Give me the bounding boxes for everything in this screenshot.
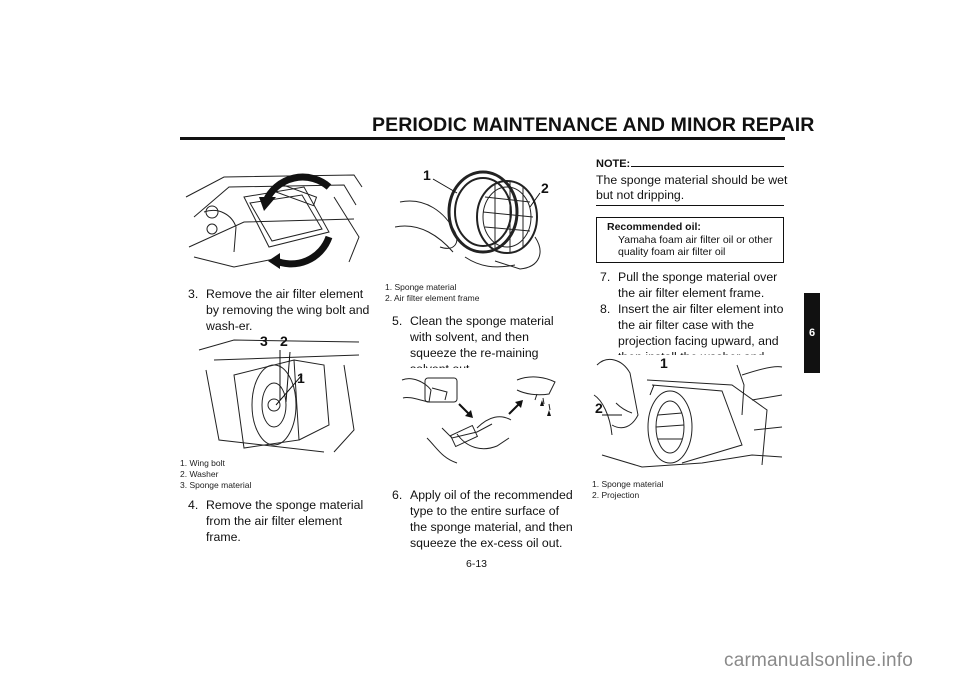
figure-label-1: 1: [297, 370, 305, 386]
caption-item: 2. Air filter element frame: [385, 293, 480, 303]
step-6-number: 6.: [392, 488, 403, 502]
illustration-sponge-and-frame: [395, 157, 565, 279]
caption-item: 3. Sponge material: [180, 480, 252, 490]
recommended-oil-box: Recommended oil: Yamaha foam air filter …: [596, 217, 784, 263]
step-5-number: 5.: [392, 314, 403, 328]
recommended-oil-heading: Recommended oil:: [607, 221, 701, 233]
page-number: 6-13: [466, 558, 488, 570]
caption-item: 1. Sponge material: [592, 479, 664, 489]
caption-item: 1. Sponge material: [385, 282, 457, 292]
step-6: 6. Apply oil of the recommended type to …: [392, 487, 578, 551]
figure-label-3: 3: [260, 333, 268, 349]
note-text: The sponge material should be wet but no…: [596, 173, 788, 202]
step-7: 7. Pull the sponge material over the air…: [600, 269, 786, 301]
step-7-text: Pull the sponge material over the air fi…: [618, 270, 778, 300]
step-3-number: 3.: [188, 287, 199, 301]
figure-label-2: 2: [280, 333, 288, 349]
figure-label-2: 2: [541, 180, 549, 196]
page-title: PERIODIC MAINTENANCE AND MINOR REPAIR: [372, 114, 815, 136]
figure-label-2: 2: [595, 400, 603, 416]
step-3-text: Remove the air filter element by removin…: [206, 287, 370, 333]
step-6-text: Apply oil of the recommended type to the…: [410, 488, 573, 550]
step-4-number: 4.: [188, 498, 199, 512]
note-heading: NOTE:: [596, 158, 631, 170]
step-4-text: Remove the sponge material from the air …: [206, 498, 364, 544]
caption-item: 1. Wing bolt: [180, 458, 225, 468]
step-4: 4. Remove the sponge material from the a…: [188, 497, 374, 545]
watermark: carmanualsonline.info: [724, 650, 914, 671]
caption-list-2: 1. Sponge material 2. Air filter element…: [385, 282, 479, 304]
illustration-install-element: [592, 355, 784, 473]
step-3: 3. Remove the air filter element by remo…: [188, 286, 372, 334]
figure-label-1: 1: [660, 355, 668, 371]
recommended-oil-text: Yamaha foam air filter oil or other qual…: [618, 234, 773, 258]
illustration-clean-sponge: [397, 368, 573, 473]
illustration-remove-wing-bolt: [184, 157, 364, 277]
caption-item: 2. Projection: [592, 490, 640, 500]
caption-list-3: 1. Sponge material 2. Projection: [592, 479, 663, 501]
illustration-air-filter-case: [194, 330, 364, 455]
header-rule: [180, 137, 785, 140]
step-8-number: 8.: [600, 302, 611, 316]
note-rule-bottom: [596, 205, 784, 206]
step-7-number: 7.: [600, 270, 611, 284]
figure-label-1: 1: [423, 167, 431, 183]
caption-list-1: 1. Wing bolt 2. Washer 3. Sponge materia…: [180, 458, 251, 491]
note-rule-top: [631, 166, 784, 167]
section-tab: 6: [804, 293, 820, 373]
caption-item: 2. Washer: [180, 469, 219, 479]
